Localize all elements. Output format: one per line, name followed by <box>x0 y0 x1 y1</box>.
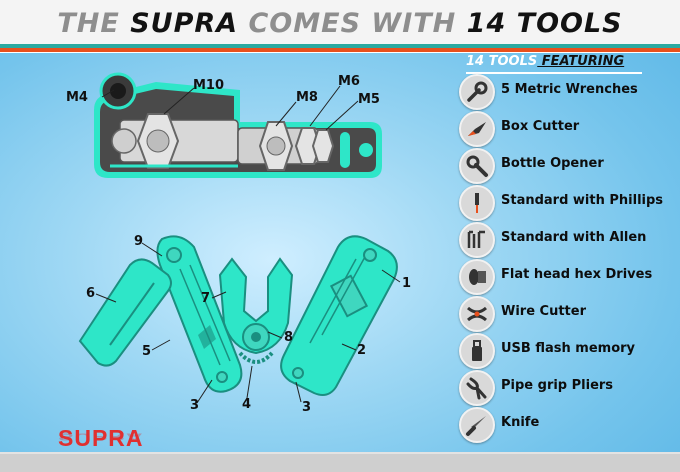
tool-label: 5 Metric Wrenches <box>501 82 638 97</box>
tool-item-pliers: Pipe grip Pliers <box>459 370 674 406</box>
tool-item-wire-cutter: Wire Cutter <box>459 296 674 332</box>
wrench-slot <box>340 132 350 168</box>
tool-label: Knife <box>501 415 540 430</box>
tool-label: Standard with Phillips <box>501 193 664 208</box>
callout-9: 9 <box>134 234 144 249</box>
tool-label: Bottle Opener <box>501 156 604 171</box>
tool-item-knife: Knife <box>459 407 674 443</box>
footer-band <box>0 452 680 472</box>
label-m5: M5 <box>358 92 380 107</box>
title-part-1: THE <box>57 8 131 39</box>
wrench-tool-illustration <box>94 72 382 178</box>
m10-nut-center <box>146 129 170 153</box>
tool-item-phillips: Standard with Phillips <box>459 185 674 221</box>
usb-module <box>329 274 369 318</box>
allen-key-icon <box>459 222 495 258</box>
callout-6: 6 <box>86 286 96 301</box>
right-handle <box>280 235 398 396</box>
tool-item-usb: USB flash memory <box>459 333 674 369</box>
screwdriver-icon <box>459 185 495 221</box>
orange-stripe <box>0 48 680 52</box>
tool-label: Standard with Allen <box>501 230 647 245</box>
pliers-head <box>218 257 294 355</box>
callout-2: 2 <box>357 343 367 358</box>
callout-3-right: 3 <box>302 400 312 415</box>
teal-stripe <box>0 44 680 48</box>
tool-item-bottle-opener: Bottle Opener <box>459 148 674 184</box>
label-m10: M10 <box>193 78 225 93</box>
featuring-underline <box>466 72 642 74</box>
callout-1: 1 <box>402 276 412 291</box>
tool-label: Pipe grip Pliers <box>501 378 614 393</box>
supra-logo: SUPRA <box>58 425 144 451</box>
white-stripe <box>0 52 680 53</box>
multitool-illustration <box>78 235 398 396</box>
tool-label: USB flash memory <box>501 341 636 356</box>
tool-item-wrenches: 5 Metric Wrenches <box>459 74 674 110</box>
featuring-heading: 14 TOOLS FEATURING <box>466 54 624 69</box>
bottle-opener-icon <box>459 148 495 184</box>
tool-label: Box Cutter <box>501 119 580 134</box>
pliers-icon <box>459 370 495 406</box>
footer-highlight <box>0 452 680 454</box>
tool-item-hex-drives: Flat head hex Drives <box>459 259 674 295</box>
title-part-3: COMES WITH <box>238 8 467 39</box>
callout-4: 4 <box>242 397 252 412</box>
keyring-hole <box>359 143 373 157</box>
supra-logo-reflection: SUPRA <box>58 431 144 443</box>
title-part-4: 14 TOOLS <box>466 8 623 39</box>
m4-socket-hole <box>110 83 126 99</box>
m6-hex-nut <box>294 127 322 165</box>
usb-icon <box>459 333 495 369</box>
label-m8: M8 <box>296 90 318 105</box>
tool-label: Flat head hex Drives <box>501 267 653 282</box>
tool-item-box-cutter: Box Cutter <box>459 111 674 147</box>
header-band <box>0 0 680 44</box>
wrench-icon <box>459 74 495 110</box>
callout-3-left: 3 <box>190 398 200 413</box>
m5-hex-nut <box>311 129 335 163</box>
featuring-count: 14 TOOLS <box>466 54 538 69</box>
featuring-word: FEATURING <box>537 54 625 69</box>
label-m6: M6 <box>338 74 360 89</box>
box-cutter-icon <box>459 111 495 147</box>
wire-cutter-icon <box>459 296 495 332</box>
page-title: THE SUPRA COMES WITH 14 TOOLS <box>0 8 680 39</box>
wrench-bolt-left <box>111 128 137 154</box>
callout-8: 8 <box>284 330 294 345</box>
hex-drive-icon <box>459 259 495 295</box>
tool-item-allen: Standard with Allen <box>459 222 674 258</box>
m8-nut-center <box>266 136 286 156</box>
knife-icon <box>459 407 495 443</box>
title-part-2: SUPRA <box>130 8 239 39</box>
box-cutter-blade <box>78 258 172 367</box>
callout-5: 5 <box>142 344 152 359</box>
tool-label: Wire Cutter <box>501 304 587 319</box>
label-m4: M4 <box>66 90 88 105</box>
callout-7: 7 <box>201 291 211 306</box>
